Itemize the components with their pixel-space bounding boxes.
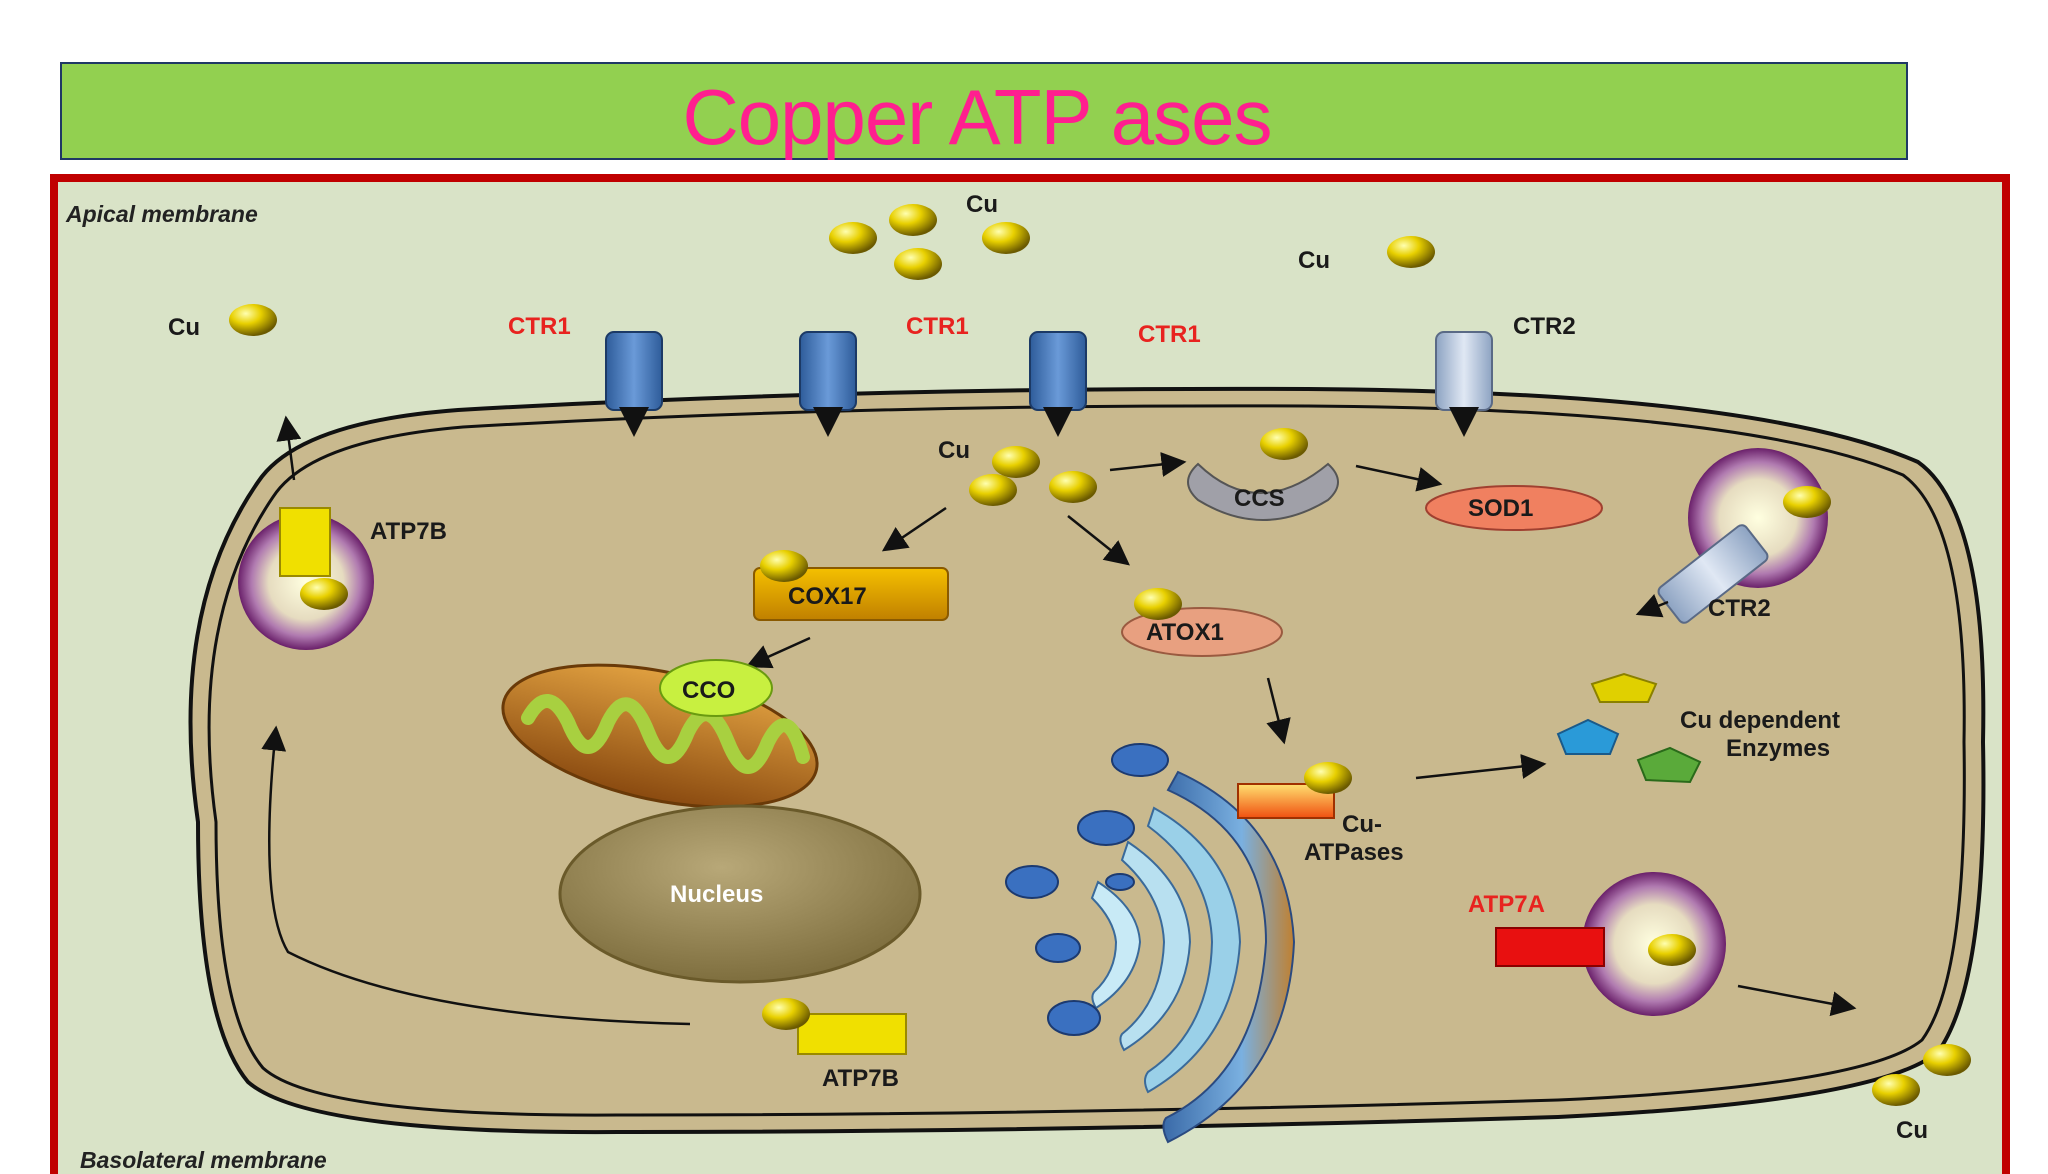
atox1-label: ATOX1 bbox=[1146, 619, 1224, 646]
ctr1-transporter-1 bbox=[605, 331, 663, 437]
golgi-apparatus bbox=[1005, 743, 1296, 1144]
cu-enzymes-label-2: Enzymes bbox=[1726, 735, 1830, 762]
mitochondrion: CCO bbox=[501, 659, 819, 809]
page-title: Copper ATP ases bbox=[682, 73, 1272, 161]
ctr2-vesicle: CTR2 bbox=[1635, 448, 1831, 624]
cox17-chaperone: COX17 bbox=[753, 550, 949, 621]
ctr1-label-3: CTR1 bbox=[1138, 321, 1201, 348]
ctr2-label-top: CTR2 bbox=[1513, 313, 1576, 340]
cox17-label: COX17 bbox=[788, 583, 867, 610]
title-banner: Copper ATP ases bbox=[60, 62, 1908, 161]
cco-label: CCO bbox=[682, 677, 735, 704]
atp7a-vesicle bbox=[1495, 872, 1726, 1016]
cu-atpases-label-2: ATPases bbox=[1304, 839, 1404, 866]
basolateral-membrane-label: Basolateral membrane bbox=[80, 1147, 327, 1173]
copper-transport-diagram: Apical membrane Basolateral membrane Cu … bbox=[65, 191, 1986, 1173]
ctr1-label-1: CTR1 bbox=[508, 313, 571, 340]
nucleus: Nucleus bbox=[558, 804, 922, 984]
cell-inner-membrane bbox=[207, 404, 1966, 1117]
ctr1-label-2: CTR1 bbox=[906, 313, 969, 340]
ccs-chaperone: CCS bbox=[1187, 428, 1339, 521]
atp7b-label-vesicle: ATP7B bbox=[370, 518, 447, 545]
cu-atpases-label-1: Cu- bbox=[1342, 811, 1382, 838]
diagram-frame: Apical membrane Basolateral membrane Cu … bbox=[50, 174, 2010, 1174]
nucleus-label: Nucleus bbox=[670, 881, 763, 908]
ctr2-label-vesicle: CTR2 bbox=[1708, 595, 1771, 622]
ctr1-transporter-3 bbox=[1029, 331, 1087, 437]
cytosolic-copper bbox=[969, 446, 1097, 506]
atp7b-vesicle bbox=[238, 507, 374, 650]
ctr1-transporter-2 bbox=[799, 331, 857, 437]
cu-label-bottom-right: Cu bbox=[1896, 1117, 1928, 1144]
sod1-enzyme: SOD1 bbox=[1425, 485, 1603, 531]
cu-label-top: Cu bbox=[966, 191, 998, 218]
cu-atpase-pump bbox=[1237, 762, 1352, 819]
apical-membrane-label: Apical membrane bbox=[65, 201, 258, 227]
ctr2-transporter bbox=[1435, 331, 1493, 437]
atox1-chaperone: ATOX1 bbox=[1121, 588, 1283, 657]
atp7b-basolateral bbox=[762, 998, 907, 1055]
cu-label-top-right: Cu bbox=[1298, 247, 1330, 274]
cu-label-left: Cu bbox=[168, 314, 200, 341]
extracellular-copper bbox=[229, 204, 1971, 1106]
ccs-label: CCS bbox=[1234, 485, 1285, 512]
atp7b-label-basolateral: ATP7B bbox=[822, 1065, 899, 1092]
cu-enzymes-label-1: Cu dependent bbox=[1680, 707, 1840, 734]
cu-dependent-enzymes bbox=[1556, 672, 1702, 784]
cu-label-cytosol: Cu bbox=[938, 437, 970, 464]
sod1-label: SOD1 bbox=[1468, 495, 1533, 522]
atp7a-label: ATP7A bbox=[1468, 891, 1545, 918]
